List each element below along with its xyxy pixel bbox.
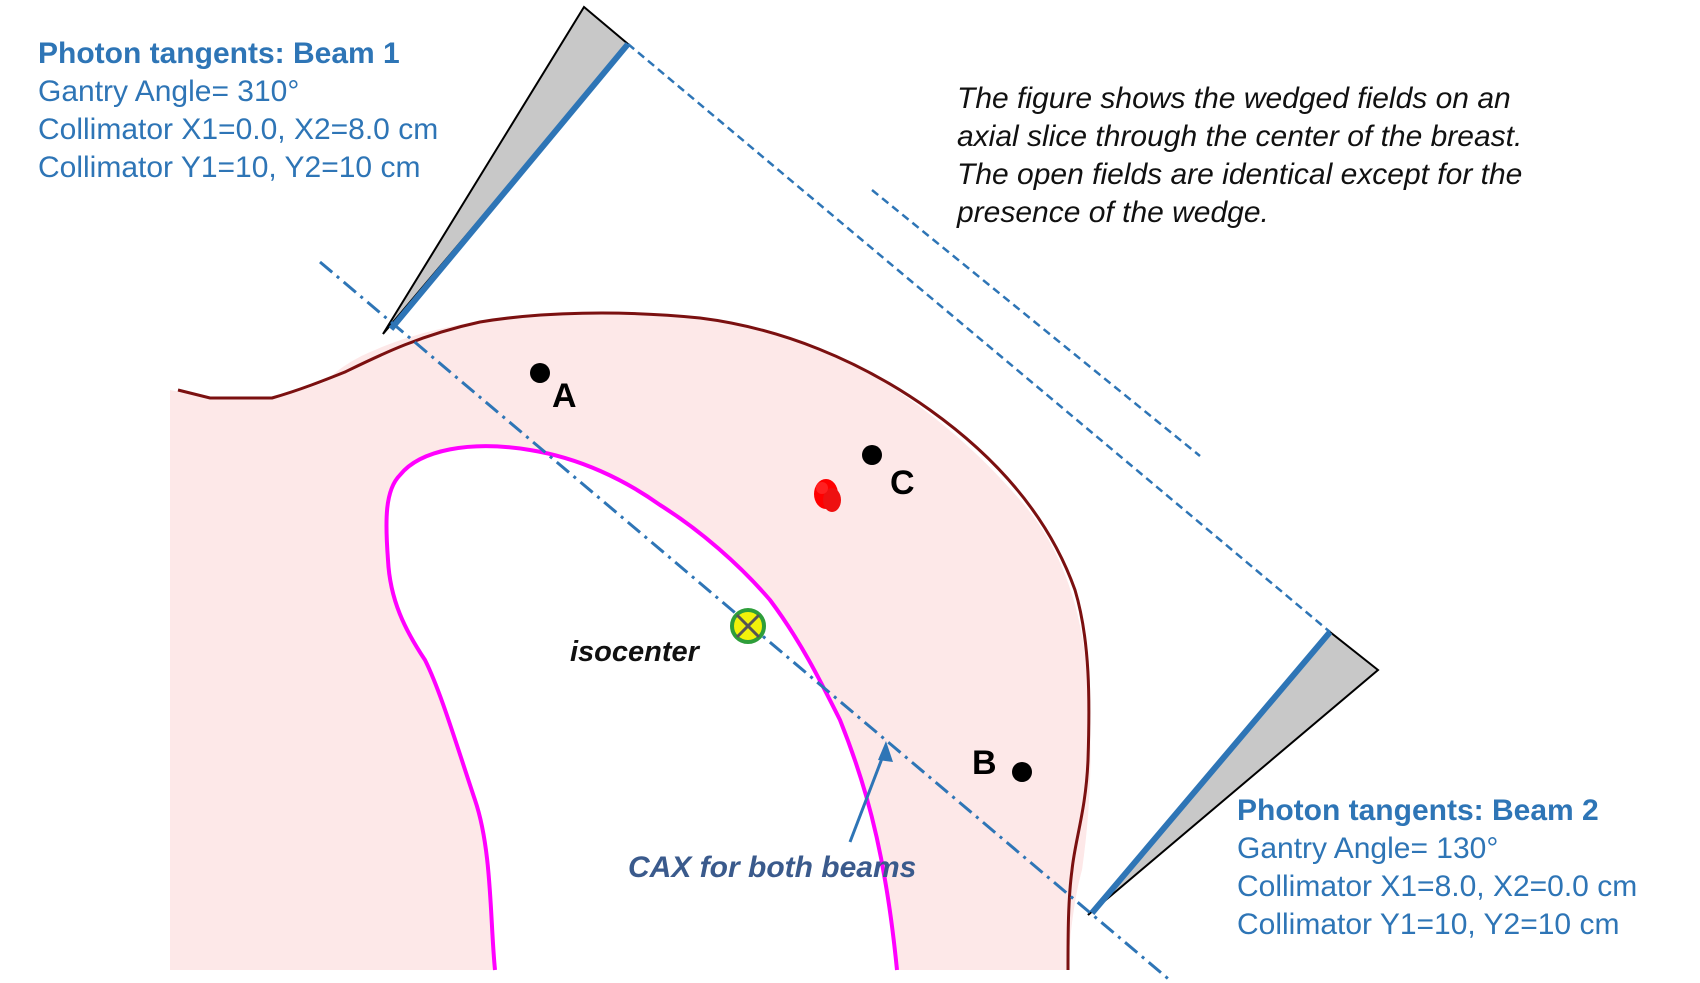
isocenter-label: isocenter [570, 636, 701, 668]
beam2-info: Photon tangents: Beam 2 Gantry Angle= 13… [1237, 792, 1637, 944]
cax-arrow-head [878, 741, 893, 762]
cax-label: CAX for both beams [628, 851, 916, 884]
beam1-info: Photon tangents: Beam 1 Gantry Angle= 31… [38, 35, 438, 187]
caption-line-3: The open fields are identical except for… [957, 158, 1523, 191]
figure-caption: The figure shows the wedged fields on an… [957, 80, 1657, 232]
isocenter-icon [730, 608, 766, 644]
point-b-marker [1012, 762, 1032, 782]
beam2-collimator-x: Collimator X1=8.0, X2=0.0 cm [1237, 870, 1638, 903]
point-b-label: B [972, 744, 997, 782]
caption-line-2: axial slice through the center of the br… [957, 120, 1523, 153]
point-a-marker [530, 363, 550, 383]
beam2-collimator-y: Collimator Y1=10, Y2=10 cm [1237, 908, 1620, 941]
point-c-label: C [890, 464, 915, 502]
field-edge-wedge [871, 189, 1201, 457]
cax-arrow-shaft [848, 747, 888, 843]
lung-outline [384, 444, 899, 971]
point-a-label: A [552, 377, 577, 415]
skin-outline [177, 311, 1091, 971]
beam2-collimator-edge [1089, 630, 1333, 915]
beam1-gantry-angle: Gantry Angle= 310° [38, 75, 300, 108]
field-edge-top [627, 43, 1331, 633]
beam2-title: Photon tangents: Beam 2 [1237, 794, 1599, 827]
beam2-gantry-angle: Gantry Angle= 130° [1237, 832, 1499, 865]
caption-line-1: The figure shows the wedged fields on an [957, 82, 1511, 115]
beam1-collimator-x: Collimator X1=0.0, X2=8.0 cm [38, 113, 439, 146]
point-c-marker [862, 445, 882, 465]
red-marker [814, 479, 841, 512]
beam1-collimator-edge [388, 42, 631, 331]
beam1-collimator-y: Collimator Y1=10, Y2=10 cm [38, 151, 421, 184]
beam1-title: Photon tangents: Beam 1 [38, 37, 400, 70]
caption-line-4: presence of the wedge. [957, 196, 1269, 229]
